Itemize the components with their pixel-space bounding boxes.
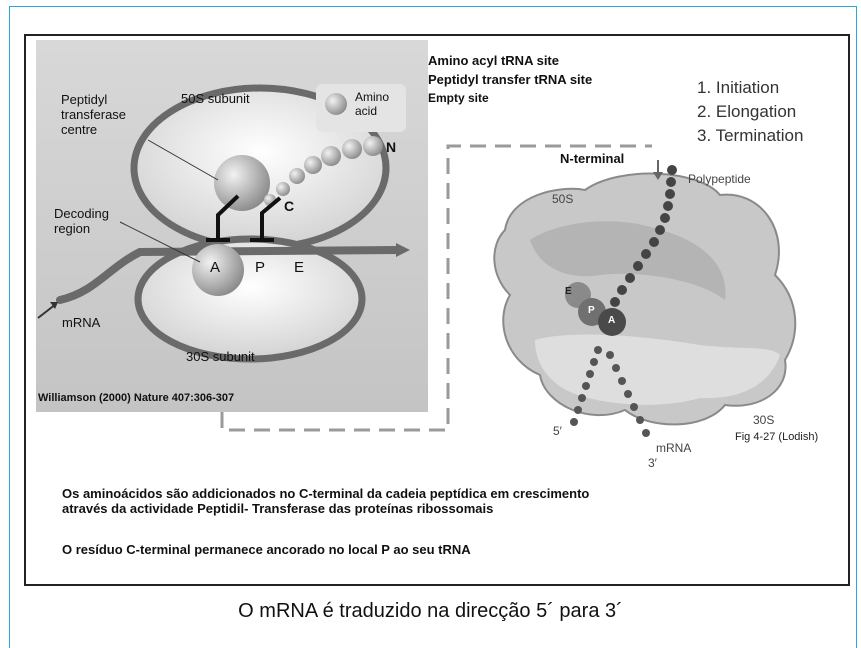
label-n-terminal: N-terminal: [560, 151, 625, 166]
note-line-1: Os aminoácidos são addicionados no C-ter…: [62, 486, 590, 501]
step-elongation: 2. Elongation: [697, 102, 797, 121]
n-terminal-arrowhead: [653, 172, 663, 180]
label-mrna-right: mRNA: [656, 441, 692, 455]
label-polypeptide: Polypeptide: [688, 172, 751, 186]
mrna-strand: [56, 246, 402, 304]
right-a-site-sphere: [598, 308, 626, 336]
label-n: N: [386, 139, 397, 155]
amino-acid-legend-bead: [325, 93, 347, 115]
label-30s-subunit: 30S subunit: [186, 349, 255, 364]
label-amino-line1: Amino: [355, 90, 390, 104]
legend-empty-site: Empty site: [428, 91, 489, 105]
right-mrna-strands: [570, 346, 650, 437]
citation-williamson: Williamson (2000) Nature 407:306-307: [38, 392, 235, 404]
peptidyl-leader: [147, 139, 219, 181]
label-amino-line2: acid: [355, 104, 378, 118]
slide-caption: O mRNA é traduzido na direcção 5´ para 3…: [238, 600, 623, 622]
label-3-prime: 3′: [648, 456, 657, 470]
peptidyl-centre-ball: [214, 155, 270, 211]
label-right-e: E: [565, 286, 572, 297]
note-paragraph: Os aminoácidos são addicionados no C-ter…: [62, 486, 589, 516]
label-c: C: [284, 198, 295, 214]
step-initiation: 1. Initiation: [697, 78, 780, 97]
legend-peptidyl-transfer: Peptidyl transfer tRNA site: [428, 72, 593, 87]
right-polypeptide-chain: [610, 165, 677, 307]
label-peptidyl-line3: centre: [61, 122, 98, 137]
steps-list: 1. Initiation 2. Elongation 3. Terminati…: [697, 76, 803, 148]
label-right-p: P: [588, 305, 595, 316]
a-site-ball: [192, 244, 244, 296]
trna-symbols: [206, 194, 282, 242]
label-right-50s: 50S: [552, 192, 574, 206]
decoding-leader: [119, 221, 201, 263]
label-peptidyl-line1: Peptidyl: [61, 92, 108, 107]
label-peptidyl-line2: transferase: [61, 107, 127, 122]
label-right-30s: 30S: [753, 413, 775, 427]
label-site-a: A: [210, 259, 221, 276]
mrna-arrowhead: [396, 243, 410, 257]
legend-amino-acyl: Amino acyl tRNA site: [428, 53, 559, 68]
figure-reference: Fig 4-27 (Lodish): [735, 431, 819, 443]
label-decoding-region: Decoding region: [54, 206, 109, 236]
label-decoding-line1: Decoding: [54, 206, 109, 221]
label-5-prime: 5′: [553, 424, 562, 438]
label-peptidyl-centre: Peptidyl transferase centre: [61, 92, 126, 137]
label-mrna-left: mRNA: [62, 315, 101, 330]
mrna-pointer: [37, 303, 57, 319]
step-termination: 3. Termination: [697, 126, 804, 145]
small-subunit-shape: [134, 235, 366, 363]
label-amino-acid: Amino acid: [355, 90, 389, 118]
note-line-2: através da actividade Peptidil- Transfer…: [62, 501, 494, 516]
polypeptide-beads: [264, 136, 383, 206]
label-site-e: E: [294, 259, 305, 276]
mrna-pointer-head: [50, 302, 58, 309]
slide-border: [9, 6, 857, 648]
note-line-3: O resíduo C-terminal permanece ancorado …: [62, 542, 471, 557]
large-subunit-surface: [530, 221, 726, 300]
label-site-p: P: [255, 259, 266, 276]
label-right-a: A: [608, 315, 616, 326]
dashed-connector: [220, 144, 652, 432]
label-decoding-line2: region: [54, 221, 91, 236]
label-50s-subunit: 50S subunit: [181, 91, 250, 106]
site-legend: Amino acyl tRNA site Peptidyl transfer t…: [428, 51, 592, 108]
